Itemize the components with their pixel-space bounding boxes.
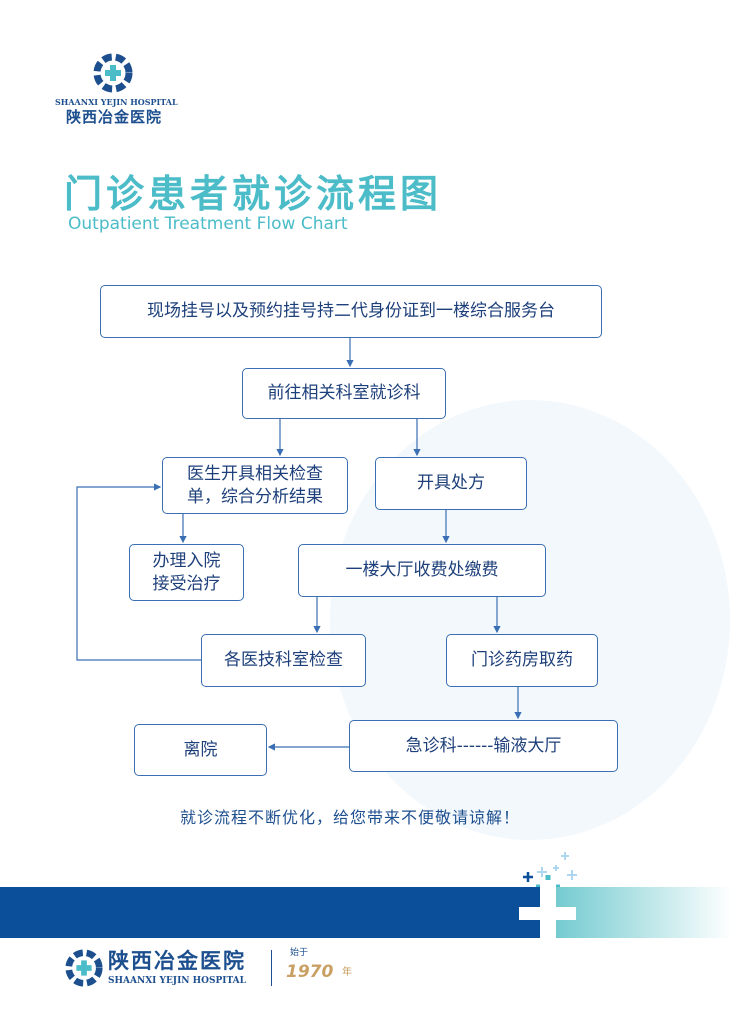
- step-department: 前往相关科室就诊科: [242, 368, 446, 419]
- step-registration: 现场挂号以及预约挂号持二代身份证到一楼综合服务台: [100, 285, 602, 338]
- step-text: 办理入院: [152, 550, 221, 571]
- step-text: 医生开具相关检查: [187, 463, 323, 484]
- hospital-logo-icon: [93, 53, 133, 93]
- since-year: 1970: [286, 962, 334, 982]
- step-prescription: 开具处方: [375, 457, 527, 510]
- logo-chinese: 陕西冶金医院: [66, 108, 163, 126]
- since-label: 始于: [290, 948, 309, 958]
- step-examination-order: 医生开具相关检查 单，综合分析结果: [162, 457, 348, 514]
- footer-logo-chinese: 陕西冶金医院: [108, 948, 246, 973]
- since-suffix: 年: [342, 967, 352, 978]
- step-discharge: 离院: [134, 724, 267, 776]
- logo-english: SHAANXI YEJIN HOSPITAL: [55, 97, 178, 107]
- step-medical-tech-exam: 各医技科室检查: [201, 634, 366, 687]
- footer-banner: [0, 887, 540, 938]
- step-pharmacy: 门诊药房取药: [446, 634, 598, 687]
- page-title: 门诊患者就诊流程图: [64, 172, 443, 216]
- step-text: 接受治疗: [152, 573, 221, 594]
- footer-banner-gradient: [556, 887, 732, 938]
- step-text: 单，综合分析结果: [187, 486, 323, 507]
- since-1970-badge: 始于 1970 年: [282, 948, 362, 986]
- cross-horizontal: [519, 907, 576, 920]
- page-subtitle: Outpatient Treatment Flow Chart: [68, 214, 348, 234]
- step-emergency-infusion: 急诊科------输液大厅: [349, 720, 618, 772]
- step-payment: 一楼大厅收费处缴费: [298, 544, 546, 597]
- footer-divider: [271, 950, 272, 986]
- loop-arrow: [76, 483, 201, 661]
- footer-hospital-logo-icon: [65, 949, 103, 987]
- footer-note: 就诊流程不断优化，给您带来不便敬请谅解！: [179, 808, 520, 827]
- footer-logo-english: SHAANXI YEJIN HOSPITAL: [108, 976, 246, 986]
- step-admission: 办理入院 接受治疗: [129, 544, 244, 601]
